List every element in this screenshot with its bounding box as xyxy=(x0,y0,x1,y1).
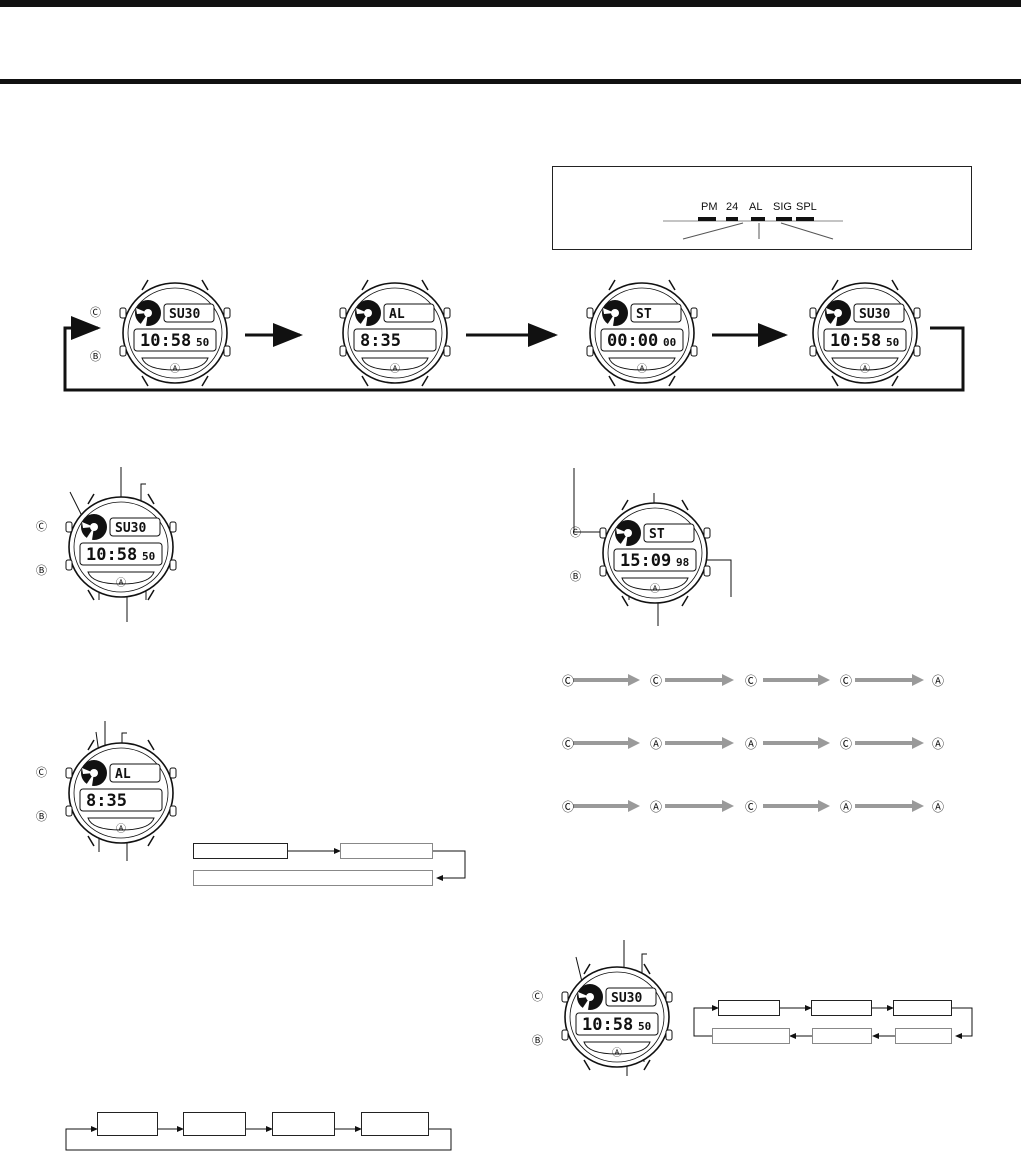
sequence-button-label: Ⓒ xyxy=(562,737,575,751)
sequence-button-label: Ⓒ xyxy=(840,674,853,688)
sequence-button-label: Ⓒ xyxy=(562,800,575,814)
button-a-label: Ⓐ xyxy=(650,583,660,595)
lcd-main-text: 10:58 xyxy=(830,331,881,351)
setting-flow-box-2 xyxy=(811,1000,872,1016)
lcd-top-text: AL xyxy=(115,767,131,782)
lcd-seconds-text: 50 xyxy=(142,550,155,563)
alarm-flow-box-1 xyxy=(193,843,288,859)
button-c-label: Ⓒ xyxy=(36,766,47,779)
sequence-button-label: Ⓐ xyxy=(932,674,945,688)
logo-icon xyxy=(577,984,603,1010)
top-rule xyxy=(0,0,1021,7)
bottom-flow-box-1 xyxy=(97,1112,158,1136)
lcd-seconds-text: 50 xyxy=(886,336,899,349)
mode-watch-alarm: AL 8:35Ⓐ xyxy=(339,279,451,387)
bottom-flow-box-3 xyxy=(272,1112,335,1136)
lcd-main-text: 10:58 xyxy=(582,1015,633,1035)
button-b-label: Ⓑ xyxy=(90,350,101,363)
sequence-button-label: Ⓐ xyxy=(745,737,758,751)
lcd-main-text: 8:35 xyxy=(86,791,127,811)
lcd-top-text: SU30 xyxy=(859,307,890,322)
lcd-main-text: 15:09 xyxy=(620,551,671,571)
button-b-label: Ⓑ xyxy=(36,810,47,823)
sequence-button-label: Ⓐ xyxy=(650,800,663,814)
lcd-seconds-text: 00 xyxy=(663,336,676,349)
indicator-spl: SPL xyxy=(796,201,817,213)
indicator-pm: PM xyxy=(701,201,718,213)
lcd-seconds-text: 98 xyxy=(676,556,689,569)
setting-flow-box-1 xyxy=(718,1000,780,1016)
sequence-button-label: Ⓐ xyxy=(840,800,853,814)
alarm-flow-box-3 xyxy=(193,870,433,886)
indicator-sig: SIG xyxy=(773,201,792,213)
logo-icon xyxy=(135,300,161,326)
sequence-button-label: Ⓐ xyxy=(932,800,945,814)
lcd-main-text: 10:58 xyxy=(140,331,191,351)
button-b-label: Ⓑ xyxy=(36,564,47,577)
setting-flow-box-6 xyxy=(712,1028,790,1044)
setting-flow-box-4 xyxy=(895,1028,952,1044)
bottom-flow-box-2 xyxy=(183,1112,246,1136)
lcd-top-text: AL xyxy=(389,307,405,322)
logo-icon xyxy=(81,514,107,540)
logo-icon xyxy=(825,300,851,326)
sequence-button-label: Ⓒ xyxy=(650,674,663,688)
setting-watch: SU30 10:58 50Ⓐ xyxy=(561,963,673,1071)
logo-icon xyxy=(355,300,381,326)
button-b-label: Ⓑ xyxy=(532,1034,543,1047)
setting-flow-box-3 xyxy=(893,1000,952,1016)
mode-watch-setting: SU30 10:58 50Ⓐ xyxy=(809,279,921,387)
alarm-flow-box-2 xyxy=(340,843,433,859)
header-rule xyxy=(0,79,1021,84)
bottom-flow-box-4 xyxy=(361,1112,429,1136)
button-a-label: Ⓐ xyxy=(637,363,647,375)
lcd-top-text: ST xyxy=(636,307,652,322)
timekeeping-watch: SU30 10:58 50Ⓐ xyxy=(65,493,177,601)
stopwatch-watch: ST 15:09 98Ⓐ xyxy=(599,499,711,607)
button-a-label: Ⓐ xyxy=(170,363,180,375)
sequence-button-label: Ⓒ xyxy=(562,674,575,688)
sequence-button-label: Ⓒ xyxy=(840,737,853,751)
button-c-label: Ⓒ xyxy=(90,306,101,319)
button-a-label: Ⓐ xyxy=(116,823,126,835)
sequence-button-label: Ⓒ xyxy=(745,674,758,688)
button-a-label: Ⓐ xyxy=(860,363,870,375)
button-c-label: Ⓒ xyxy=(532,990,543,1003)
lcd-main-text: 10:58 xyxy=(86,545,137,565)
logo-icon xyxy=(81,760,107,786)
lcd-top-text: SU30 xyxy=(611,991,642,1006)
lcd-seconds-text: 50 xyxy=(638,1020,651,1033)
lcd-top-text: SU30 xyxy=(169,307,200,322)
sequence-button-label: Ⓐ xyxy=(932,737,945,751)
button-b-label: Ⓑ xyxy=(570,570,581,583)
mode-watch-stopwatch: ST 00:00 00Ⓐ xyxy=(586,279,698,387)
lcd-main-text: 00:00 xyxy=(607,331,658,351)
lcd-top-text: SU30 xyxy=(115,521,146,536)
lcd-main-text: 8:35 xyxy=(360,331,401,351)
button-a-label: Ⓐ xyxy=(116,577,126,589)
indicator-al: AL xyxy=(749,201,763,213)
lcd-top-text: ST xyxy=(649,527,665,542)
button-a-label: Ⓐ xyxy=(390,363,400,375)
logo-icon xyxy=(615,520,641,546)
button-a-label: Ⓐ xyxy=(612,1047,622,1059)
sequence-button-label: Ⓐ xyxy=(650,737,663,751)
lcd-seconds-text: 50 xyxy=(196,336,209,349)
alarm-watch: AL 8:35Ⓐ xyxy=(65,739,177,847)
logo-icon xyxy=(602,300,628,326)
button-c-label: Ⓒ xyxy=(36,520,47,533)
indicator-panel: PM 24 AL SIG SPL xyxy=(552,166,972,250)
mode-watch-timekeeping: SU30 10:58 50Ⓐ xyxy=(119,279,231,387)
indicator-lines xyxy=(663,217,843,240)
sequence-button-label: Ⓒ xyxy=(745,800,758,814)
button-c-label: Ⓒ xyxy=(570,526,581,539)
indicator-24: 24 xyxy=(726,201,739,213)
setting-flow-box-5 xyxy=(812,1028,872,1044)
